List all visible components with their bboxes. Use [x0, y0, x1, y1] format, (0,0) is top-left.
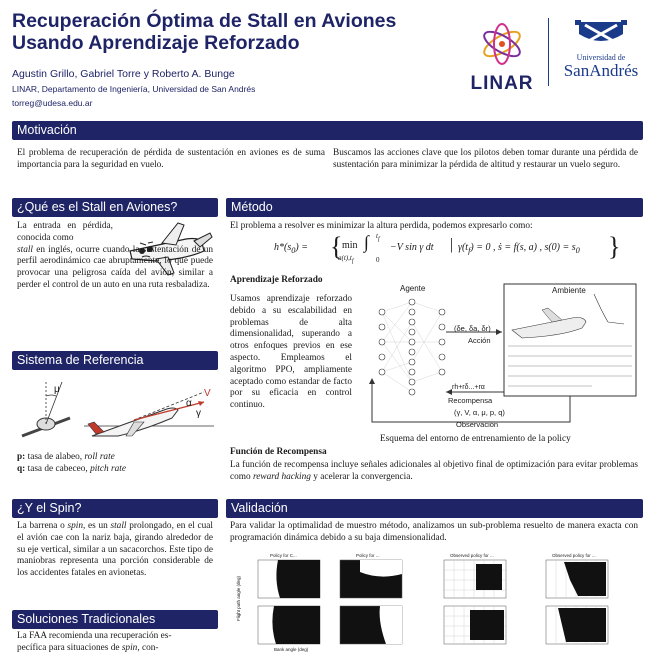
- poster-title: Recuperación Óptima de Stall en Aviones …: [12, 10, 397, 54]
- authors: Agustin Grillo, Gabriel Torre y Roberto …: [12, 68, 235, 80]
- validacion-heading: Validación: [226, 499, 643, 518]
- atom-icon: [483, 23, 521, 65]
- stall-heading: ¿Qué es el Stall en Aviones?: [12, 198, 218, 217]
- plot1-title: Policy for C...: [270, 553, 297, 558]
- reward-text-hacking: reward hacking: [252, 471, 311, 482]
- action-values: (δe, δa, δr): [454, 324, 491, 333]
- validation-figure: [257, 559, 609, 645]
- p-en: roll rate: [84, 452, 115, 462]
- plot-xlabel: Bank angle (deg): [274, 647, 309, 652]
- q-symbol: q:: [17, 464, 26, 474]
- spin-text-stall: stall: [110, 521, 127, 531]
- ambiente-label: Ambiente: [552, 286, 586, 295]
- department: LINAR, Departamento de Ingeniería, Unive…: [12, 84, 256, 94]
- obs-values: (γ, V, α, μ, p, q): [454, 408, 505, 417]
- spin-heading: ¿Y el Spin?: [12, 499, 218, 518]
- stall-text-b: en inglés, ocurre cuando la sustentación…: [17, 244, 213, 290]
- metodo-heading: Método: [226, 198, 643, 217]
- plot2-title: Policy for ...: [356, 553, 380, 558]
- alpha-label: α: [186, 398, 192, 409]
- plot-ylabel: Flight path angle (deg): [236, 575, 242, 622]
- agente-label: Agente: [400, 284, 426, 293]
- udesa-top: Universidad de: [576, 53, 626, 62]
- action-label: Acción: [468, 336, 491, 345]
- linar-logo: LINAR: [466, 20, 538, 94]
- spin-text-b: , es un: [82, 521, 108, 531]
- reward-subheading: Función de Recompensa: [230, 447, 327, 457]
- obs-label: Observación: [456, 420, 499, 429]
- email: torreg@udesa.edu.ar: [12, 98, 93, 108]
- spin-text-a: La barrena o: [17, 521, 65, 531]
- stall-text-a: La entrada en pérdida, conocida como: [17, 221, 113, 243]
- soluciones-text-spin: spin: [121, 642, 138, 653]
- stall-text: La entrada en pérdida, conocida como sta…: [17, 221, 213, 292]
- motivacion-right: Buscamos las acciones clave que los pilo…: [333, 148, 638, 170]
- reward-label: Recompensa: [448, 396, 493, 405]
- validacion-text: Para validar la optimalidad de muestro m…: [230, 521, 638, 543]
- udesa-shield-icon: [575, 20, 627, 45]
- cartoon-plane-icon: [129, 222, 213, 276]
- q-en: pitch rate: [90, 464, 126, 474]
- udesa-logo: Universidad de SanAndrés: [556, 18, 646, 88]
- logo-divider: [548, 18, 549, 86]
- p-desc: tasa de alabeo,: [27, 452, 83, 462]
- plot3-title: Observed policy for ...: [450, 553, 494, 558]
- linar-wordmark: LINAR: [470, 73, 534, 94]
- soluciones-text: La FAA recomienda una recuperación es- p…: [17, 631, 213, 655]
- reward-text-b: y acelerar la convergencia.: [313, 471, 413, 482]
- soluciones-heading: Soluciones Tradicionales: [12, 610, 218, 629]
- v-label: V: [204, 388, 211, 399]
- udesa-name: SanAndrés: [563, 61, 639, 80]
- plot4-title: Observed policy for ...: [552, 553, 596, 558]
- p-symbol: p:: [17, 452, 26, 462]
- q-desc: tasa de cabeceo,: [27, 464, 88, 474]
- soluciones-text-a: La FAA recomienda una recuperación es-: [17, 631, 172, 641]
- rl-diagram: Agente Ambiente (δe, δa, δr) Acción rh+r…: [362, 282, 642, 432]
- objective-equation: h*(s0) = { min a(t),tf ∫ 0 tf −V sin γ d…: [274, 232, 621, 265]
- reward-text: La función de recompensa incluye señales…: [230, 460, 638, 484]
- rl-text: Usamos aprendizaje reforzado debido a su…: [230, 294, 352, 411]
- soluciones-text-b: pecífica para situaciones de: [17, 642, 120, 653]
- diagram-caption: Esquema del entorno de entrenamiento de …: [380, 434, 571, 444]
- reference-diagram: μ α γ V: [14, 374, 214, 450]
- mu-label: μ: [54, 384, 60, 395]
- q-line: q: tasa de cabeceo, pitch rate: [17, 464, 213, 476]
- spin-text-spin: spin: [67, 521, 83, 531]
- plane-axes-diagram: [21, 380, 214, 438]
- rl-loop-diagram: [369, 283, 637, 423]
- gamma-label: γ: [196, 408, 201, 419]
- motivacion-heading: Motivación: [12, 121, 643, 140]
- soluciones-text-c: , con-: [137, 642, 159, 653]
- motivacion-left: El problema de recuperación de pérdida d…: [17, 148, 325, 170]
- reward-values: rh+rδ...+rα: [452, 384, 485, 391]
- metodo-intro: El problema a resolver es minimizar la a…: [230, 221, 533, 231]
- stall-cartoon: [116, 221, 216, 277]
- spin-text-c: prolongado, en el cual el avión cae con …: [17, 521, 213, 579]
- spin-text: La barrena o spin, es un stall prolongad…: [17, 521, 213, 580]
- stall-text-stall: stall: [17, 244, 34, 255]
- validation-plots: Policy for C... Policy for ... Observed …: [230, 550, 642, 655]
- rl-subheading: Aprendizaje Reforzado: [230, 275, 323, 285]
- p-line: p: tasa de alabeo, roll rate: [17, 452, 213, 464]
- reward-text-a: La función de recompensa incluye señales…: [230, 460, 638, 482]
- referencia-heading: Sistema de Referencia: [12, 351, 218, 370]
